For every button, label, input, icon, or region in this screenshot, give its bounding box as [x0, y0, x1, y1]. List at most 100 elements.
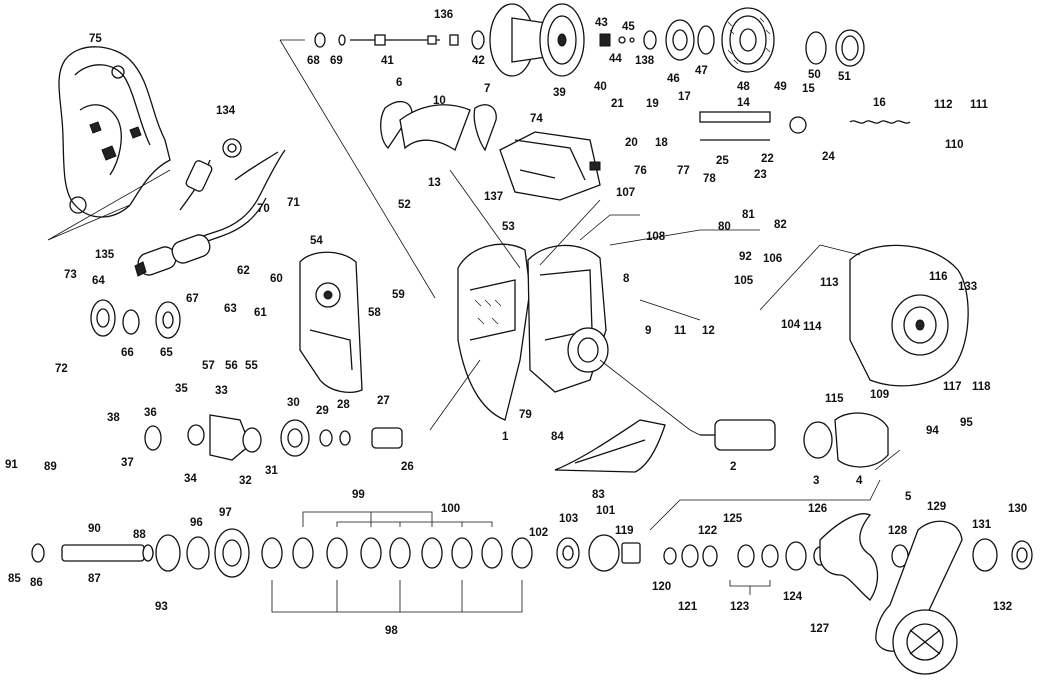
callout-68: 68 — [307, 55, 320, 67]
callout-121: 121 — [678, 601, 698, 613]
callout-58: 58 — [368, 307, 381, 319]
callout-131: 131 — [972, 519, 992, 531]
callout-21: 21 — [611, 98, 624, 110]
callout-5: 5 — [905, 491, 912, 503]
callout-102: 102 — [529, 527, 548, 539]
callout-9: 9 — [645, 325, 651, 337]
part-50-51-rings — [805, 29, 865, 67]
callout-59: 59 — [392, 289, 405, 301]
callout-17: 17 — [678, 91, 691, 103]
parts-43-47-hardware — [599, 19, 715, 61]
callout-8: 8 — [623, 273, 630, 285]
callout-73: 73 — [64, 269, 77, 281]
callout-109: 109 — [870, 389, 889, 401]
callout-39: 39 — [553, 87, 566, 99]
callout-32: 32 — [239, 475, 252, 487]
part-39-spool — [489, 3, 585, 77]
callout-83: 83 — [592, 489, 605, 501]
callout-91: 91 — [5, 459, 18, 471]
callout-18: 18 — [655, 137, 668, 149]
callout-101: 101 — [596, 505, 616, 517]
callout-92: 92 — [739, 251, 752, 263]
callout-28: 28 — [337, 399, 350, 411]
callout-2: 2 — [730, 461, 736, 473]
callout-46: 46 — [667, 73, 680, 85]
callout-85: 85 — [8, 573, 21, 585]
callout-37: 37 — [121, 457, 134, 469]
callout-100: 100 — [441, 503, 460, 515]
callout-94: 94 — [926, 425, 939, 437]
callout-44: 44 — [609, 53, 622, 65]
callout-89: 89 — [44, 461, 57, 473]
callout-116: 116 — [929, 271, 948, 283]
callout-47: 47 — [695, 65, 708, 77]
callout-134: 134 — [216, 105, 236, 117]
callout-labels: 1 2 3 4 5 6 7 8 9 10 11 12 13 14 15 16 1… — [5, 9, 1027, 637]
callout-48: 48 — [737, 81, 750, 93]
callout-93: 93 — [155, 601, 168, 613]
callout-119: 119 — [615, 525, 634, 537]
part-drawings — [31, 3, 1033, 675]
callout-69: 69 — [330, 55, 343, 67]
callout-19: 19 — [646, 98, 659, 110]
callout-23: 23 — [754, 169, 767, 181]
callout-95: 95 — [960, 417, 973, 429]
callout-71: 71 — [287, 197, 300, 209]
callout-78: 78 — [703, 173, 716, 185]
callout-54: 54 — [310, 235, 323, 247]
callout-133: 133 — [958, 281, 977, 293]
callout-43: 43 — [595, 17, 608, 29]
callout-4: 4 — [856, 475, 863, 487]
callout-27: 27 — [377, 395, 390, 407]
callout-104: 104 — [781, 319, 801, 331]
callout-38: 38 — [107, 412, 120, 424]
callout-6: 6 — [396, 77, 402, 89]
callout-10: 10 — [433, 95, 446, 107]
callout-108: 108 — [646, 231, 666, 243]
callout-16: 16 — [873, 97, 886, 109]
part-42-136 — [449, 30, 485, 50]
callout-61: 61 — [254, 307, 267, 319]
callout-72: 72 — [55, 363, 68, 375]
part-14-16-25-level-wind — [699, 111, 911, 141]
callout-106: 106 — [763, 253, 782, 265]
part-48-drive-gear — [721, 7, 775, 73]
callout-62: 62 — [237, 265, 250, 277]
callout-40: 40 — [594, 81, 607, 93]
callout-13: 13 — [428, 177, 441, 189]
callout-22: 22 — [761, 153, 774, 165]
callout-60: 60 — [270, 273, 283, 285]
callout-80: 80 — [718, 221, 731, 233]
callout-15: 15 — [802, 83, 815, 95]
callout-65: 65 — [160, 347, 173, 359]
callout-7: 7 — [484, 83, 490, 95]
part-68-69-washers — [314, 32, 346, 48]
callout-1: 1 — [502, 431, 509, 443]
callout-64: 64 — [92, 275, 105, 287]
callout-42: 42 — [472, 55, 485, 67]
part-75-side-shell — [47, 46, 171, 241]
callout-82: 82 — [774, 219, 787, 231]
callout-50: 50 — [808, 69, 821, 81]
drag-washer-stack — [261, 537, 533, 569]
callout-74: 74 — [530, 113, 543, 125]
callout-35: 35 — [175, 383, 188, 395]
callout-111: 111 — [970, 99, 989, 111]
part-27-30-drag — [280, 419, 403, 457]
callout-77: 77 — [677, 165, 690, 177]
callout-130: 130 — [1008, 503, 1027, 515]
part-41-shaft — [350, 34, 440, 46]
callout-76: 76 — [634, 165, 647, 177]
callout-33: 33 — [215, 385, 228, 397]
callout-87: 87 — [88, 573, 101, 585]
callout-41: 41 — [381, 55, 394, 67]
callout-105: 105 — [734, 275, 754, 287]
callout-112: 112 — [934, 99, 953, 111]
callout-110: 110 — [945, 139, 964, 151]
callout-113: 113 — [820, 277, 839, 289]
callout-123: 123 — [730, 601, 749, 613]
callout-63: 63 — [224, 303, 237, 315]
callout-31: 31 — [265, 465, 278, 477]
callout-126: 126 — [808, 503, 827, 515]
